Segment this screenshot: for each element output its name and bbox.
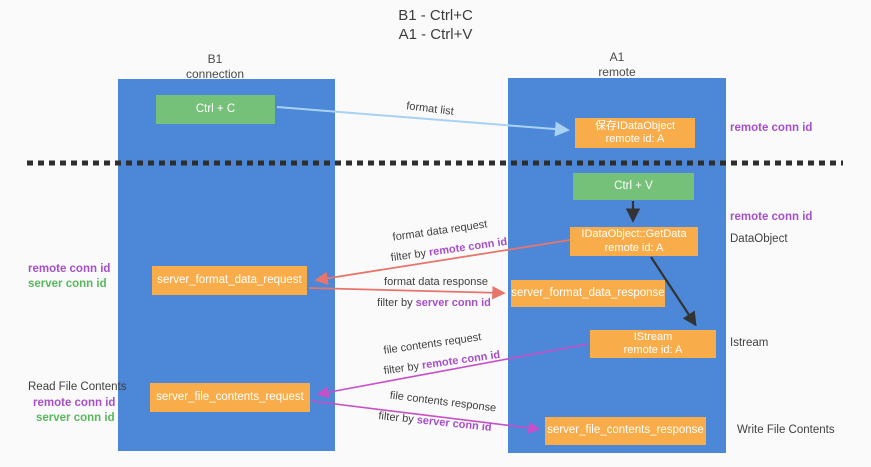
filter-by-prefix: filter by	[377, 297, 416, 309]
left-column-name: B1	[207, 52, 223, 66]
right-column-name: A1	[609, 50, 625, 64]
ctrl-v-label: Ctrl + V	[614, 179, 653, 192]
server-file-contents-response-box: server_file_contents_response	[545, 417, 706, 445]
ctrl-v-box: Ctrl + V	[573, 173, 694, 200]
edge-label-filter-by-server-2: filter by server conn id	[374, 410, 497, 435]
server-format-data-request-box: server_format_data_request	[152, 266, 307, 295]
ctrl-c-box: Ctrl + C	[156, 95, 275, 124]
title-line-1: B1 - Ctrl+C	[398, 7, 473, 24]
istream-box: IStream remote id: A	[590, 330, 716, 358]
idataobject-getdata-box: IDataObject::GetData remote id: A	[570, 227, 698, 256]
server-file-contents-request-label: server_file_contents_request	[156, 390, 304, 403]
read-file-contents-label: Read File Contents	[28, 381, 127, 393]
save-idataobject-line1: 保存IDataObject	[594, 119, 676, 132]
idataobject-getdata-line2: remote id: A	[604, 241, 664, 254]
left-server-conn-id-label: server conn id	[28, 278, 107, 290]
server-format-data-response-label: server_format_data_response	[511, 286, 665, 299]
dataobject-label: DataObject	[730, 233, 788, 245]
server-format-data-request-label: server_format_data_request	[157, 273, 302, 286]
right-column-role: remote	[598, 65, 636, 79]
server-file-contents-response-label: server_file_contents_response	[547, 424, 704, 437]
format-data-response-arrow	[308, 285, 506, 300]
title-line-2: A1 - Ctrl+V	[398, 26, 473, 43]
server-file-contents-request-box: server_file_contents_request	[150, 383, 310, 412]
diagram-title: B1 - Ctrl+C A1 - Ctrl+V	[0, 6, 871, 44]
istream-side-label: Istream	[730, 337, 769, 349]
left-column-header: B1 connection	[120, 52, 310, 82]
remote-conn-id-highlight: remote conn id	[421, 348, 501, 372]
edge-label-file-contents-response: file contents response	[389, 389, 497, 415]
server-conn-id-highlight: server conn id	[416, 414, 493, 434]
right-remote-conn-id-label-top: remote conn id	[730, 122, 813, 134]
save-idataobject-line2: remote id: A	[605, 133, 665, 145]
left-remote-conn-id-label-2: remote conn id	[33, 397, 116, 409]
write-file-contents-label: Write File Contents	[737, 424, 835, 436]
filter-by-prefix: filter by	[390, 246, 430, 265]
istream-line1: IStream	[633, 330, 673, 343]
server-conn-id-highlight: server conn id	[415, 297, 491, 309]
server-format-data-response-box: server_format_data_response	[511, 280, 665, 307]
ctrl-c-label: Ctrl + C	[195, 102, 236, 115]
filter-by-prefix: filter by	[377, 410, 418, 427]
left-column-role: connection	[185, 67, 245, 81]
idataobject-getdata-line1: IDataObject::GetData	[581, 228, 687, 240]
istream-line2: remote id: A	[623, 344, 683, 356]
left-server-conn-id-label-2: server conn id	[36, 412, 115, 424]
right-column-header: A1 remote	[522, 50, 712, 80]
edge-label-format-list: format list	[405, 100, 455, 118]
filter-by-prefix: filter by	[383, 359, 423, 378]
right-remote-conn-id-label-mid: remote conn id	[730, 211, 813, 223]
edge-label-filter-by-server-1: filter by server conn id	[373, 297, 495, 309]
left-remote-conn-id-label: remote conn id	[28, 263, 111, 275]
save-idataobject-box: 保存IDataObject remote id: A	[575, 118, 695, 148]
edge-label-format-data-response: format data response	[384, 276, 488, 288]
remote-conn-id-highlight: remote conn id	[428, 235, 508, 259]
